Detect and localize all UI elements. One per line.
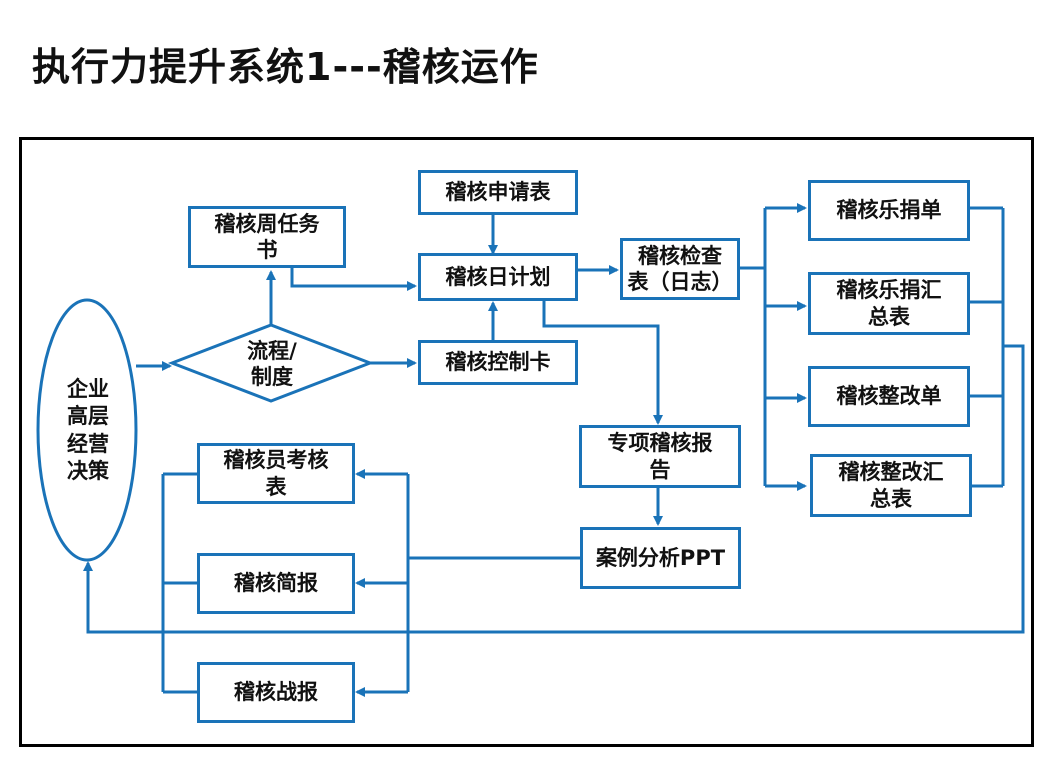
daily-plan-box: 稽核日计划 xyxy=(418,253,578,301)
apply-form-box: 稽核申请表 xyxy=(418,170,578,215)
decision-ellipse xyxy=(36,298,138,562)
rectify-slip-box: 稽核整改单 xyxy=(808,366,970,427)
auditor-evaluation-box: 稽核员考核 表 xyxy=(197,443,355,504)
donation-slip-box: 稽核乐捐单 xyxy=(808,180,970,241)
audit-battle-report-box: 稽核战报 xyxy=(197,662,355,723)
decision-label: 企业 高层 经营 决策 xyxy=(67,377,109,483)
audit-brief-box: 稽核简报 xyxy=(197,553,355,614)
page-title: 执行力提升系统1---稽核运作 xyxy=(32,45,539,89)
rectify-summary-box: 稽核整改汇 总表 xyxy=(810,454,972,517)
special-report-box: 专项稽核报 告 xyxy=(579,425,741,488)
checklist-box: 稽核检查 表（日志） xyxy=(620,238,740,300)
case-analysis-box: 案例分析PPT xyxy=(580,527,741,589)
donation-summary-box: 稽核乐捐汇 总表 xyxy=(808,272,970,335)
control-card-box: 稽核控制卡 xyxy=(418,340,578,385)
diagram-frame xyxy=(19,137,1034,747)
weekly-task-box: 稽核周任务 书 xyxy=(188,206,346,268)
process-label: 流程/ 制度 xyxy=(247,339,297,390)
